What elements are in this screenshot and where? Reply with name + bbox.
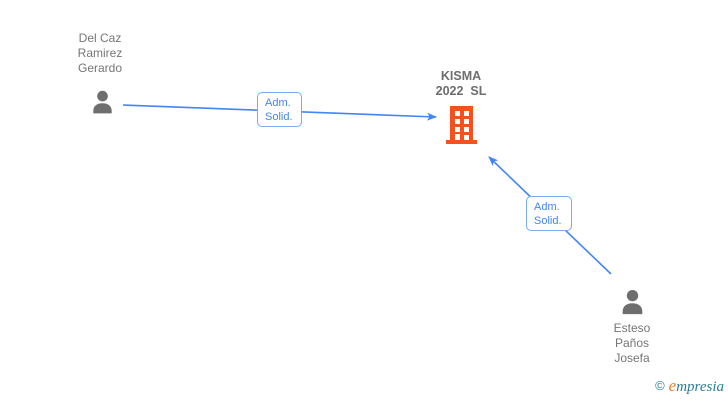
person1-name[interactable]: Del Caz Ramirez Gerardo <box>77 31 123 75</box>
building-icon <box>446 106 477 144</box>
person-icon <box>622 289 643 315</box>
person2-name[interactable]: Esteso Paños Josefa <box>613 321 651 365</box>
company-node[interactable] <box>446 106 477 149</box>
edge1-label: Adm. Solid. <box>257 92 302 127</box>
brand-lead-letter: e <box>668 376 677 395</box>
brand-rest: mpresia <box>676 379 724 395</box>
copyright-icon: © <box>655 378 665 393</box>
empresia-logo: ©empresia <box>655 376 724 396</box>
person2-node[interactable] <box>617 287 648 323</box>
person-icon <box>93 90 112 114</box>
company-name[interactable]: KISMA 2022 SL <box>435 69 487 98</box>
edge2-label: Adm. Solid. <box>526 196 572 231</box>
person1-node[interactable] <box>88 88 117 122</box>
